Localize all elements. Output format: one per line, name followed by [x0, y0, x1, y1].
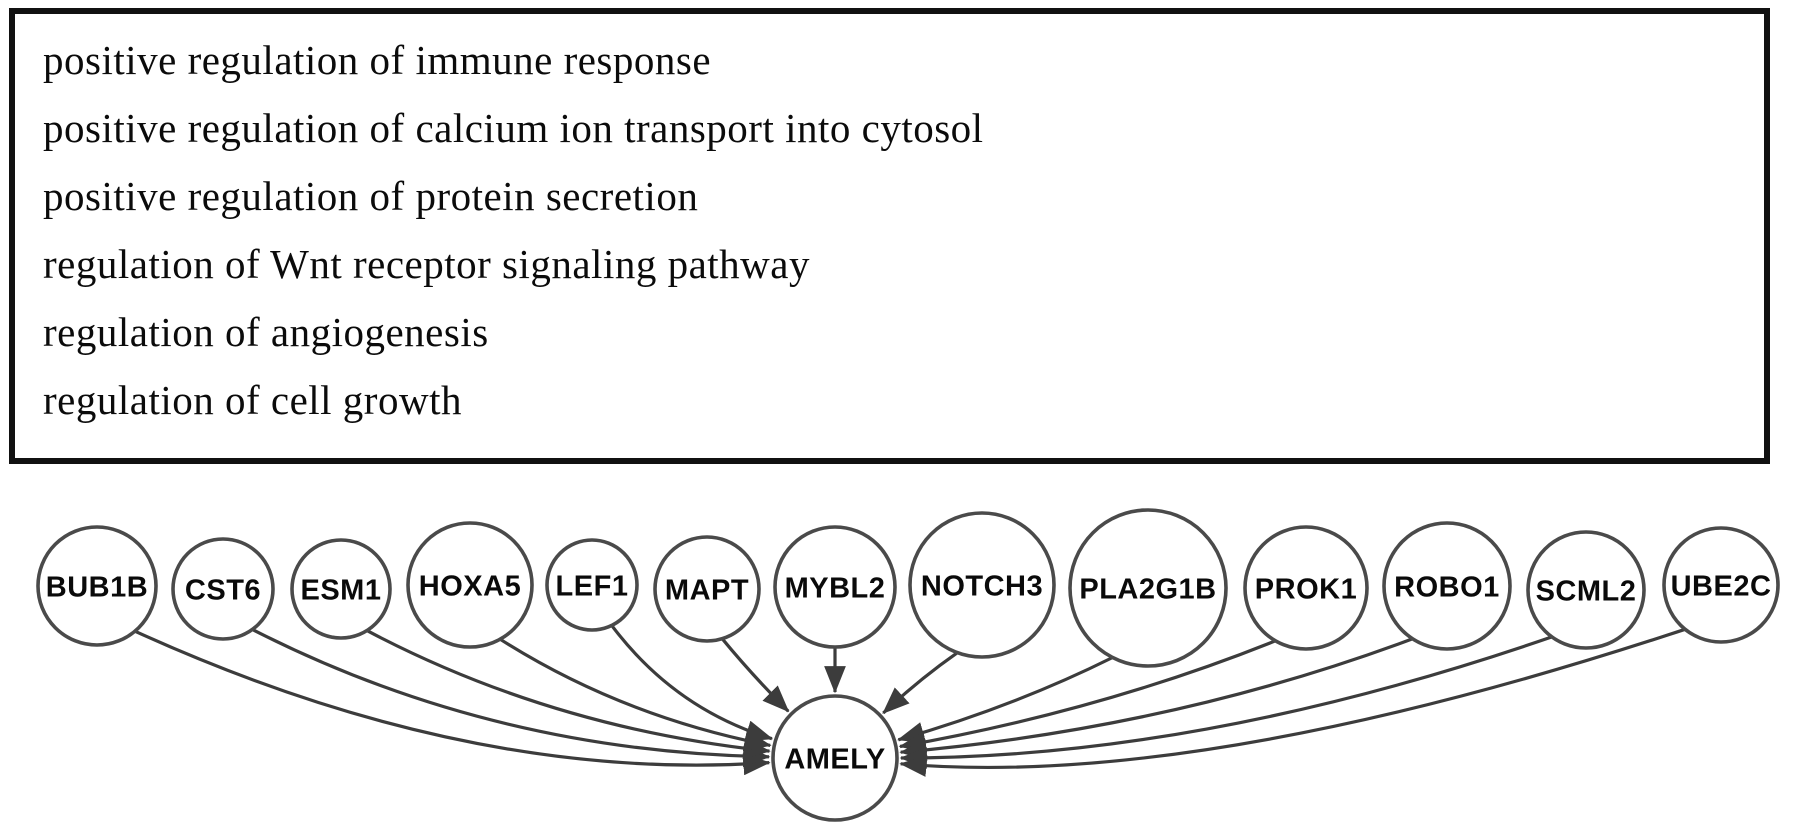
node-lef1: LEF1 [545, 538, 639, 632]
edge-lef1-amely [610, 624, 774, 742]
node-label: CST6 [185, 574, 261, 606]
node-circle [1068, 508, 1228, 668]
node-circle [406, 521, 534, 649]
edge-cst6-amely [251, 628, 771, 768]
node-label: PLA2G1B [1079, 573, 1216, 605]
node-cst6: CST6 [171, 537, 275, 641]
node-label: MYBL2 [785, 572, 886, 604]
node-scml2: SCML2 [1526, 530, 1646, 650]
node-label: MAPT [665, 574, 749, 606]
edge-mapt-amely [720, 637, 790, 713]
node-circle [1243, 525, 1369, 651]
edge-notch3-amely [882, 651, 959, 715]
node-bub1b: BUB1B [36, 525, 158, 647]
edge-esm1-amely [366, 629, 771, 760]
go-term: regulation of cell growth [43, 377, 462, 423]
edge-scml2-amely [899, 635, 1553, 769]
go-term: positive regulation of protein secretion [43, 173, 699, 219]
node-circle [171, 537, 275, 641]
edge-prok1-amely [898, 639, 1277, 753]
go-term: regulation of Wnt receptor signaling pat… [43, 241, 810, 287]
node-circle [1382, 521, 1512, 651]
node-pla2g1b: PLA2G1B [1068, 508, 1228, 668]
node-esm1: ESM1 [290, 538, 392, 640]
node-ube2c: UBE2C [1662, 526, 1780, 644]
go-term: regulation of angiogenesis [43, 309, 489, 355]
node-label: ESM1 [301, 574, 382, 606]
node-mapt: MAPT [653, 535, 761, 643]
node-label: SCML2 [1536, 575, 1637, 607]
node-label: LEF1 [556, 570, 629, 602]
node-hoxa5: HOXA5 [406, 521, 534, 649]
node-circle [908, 511, 1056, 659]
node-mybl2: MYBL2 [773, 525, 897, 649]
go-term: positive regulation of immune response [43, 37, 712, 83]
node-label: NOTCH3 [921, 570, 1043, 602]
node-label: ROBO1 [1394, 571, 1500, 603]
node-label: BUB1B [46, 571, 148, 603]
node-label: PROK1 [1255, 573, 1357, 605]
go-terms-box: positive regulation of immune response po… [9, 8, 1770, 464]
node-circle [290, 538, 392, 640]
node-circle [653, 535, 761, 643]
edge-robo1-amely [899, 637, 1414, 761]
node-label: AMELY [784, 743, 885, 775]
node-amely: AMELY [771, 694, 899, 822]
edge-bub1b-amely [134, 629, 771, 776]
node-circle [36, 525, 158, 647]
node-label: HOXA5 [419, 570, 521, 602]
edge-ube2c-amely [899, 627, 1686, 777]
node-notch3: NOTCH3 [908, 511, 1056, 659]
node-circle [1662, 526, 1780, 644]
node-circle [1526, 530, 1646, 650]
node-circle [773, 525, 897, 649]
node-circle [771, 694, 899, 822]
go-term: positive regulation of calcium ion trans… [43, 105, 984, 151]
node-robo1: ROBO1 [1382, 521, 1512, 651]
node-prok1: PROK1 [1243, 525, 1369, 651]
edge-hoxa5-amely [499, 637, 772, 752]
node-circle [545, 538, 639, 632]
node-label: UBE2C [1671, 570, 1772, 602]
